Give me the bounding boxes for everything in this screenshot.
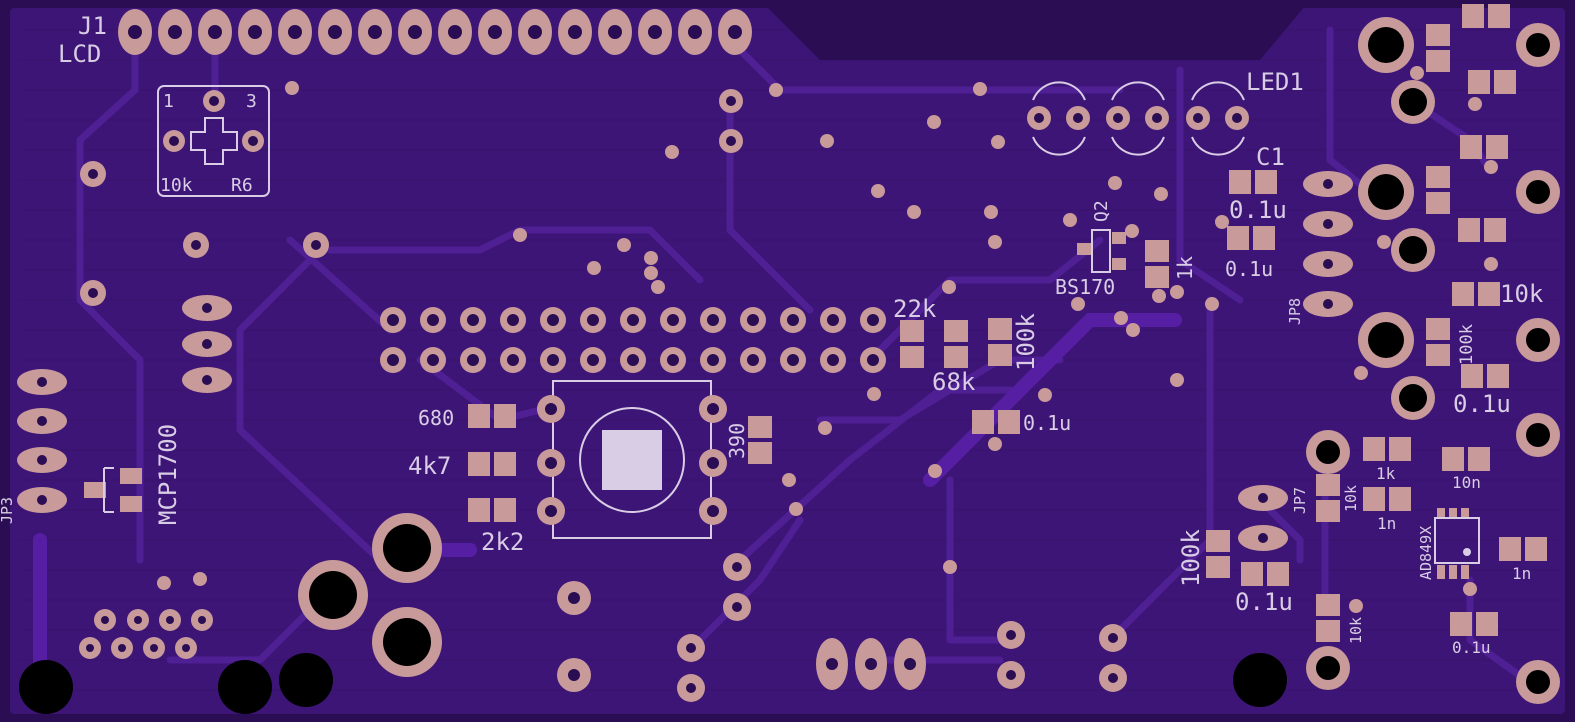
- label-r6-value: 10k: [160, 175, 193, 196]
- label-2k2: 2k2: [481, 528, 524, 556]
- label-jp8: JP8: [1286, 298, 1304, 325]
- label-c-01u-low: 0.1u: [1235, 588, 1293, 616]
- q2-outline: [1091, 229, 1111, 273]
- label-1n-b: 1n: [1512, 564, 1531, 583]
- j1-header-holes: [128, 25, 742, 39]
- vias: [157, 66, 1498, 613]
- label-jp7: JP7: [1291, 487, 1309, 514]
- label-22k: 22k: [893, 295, 937, 323]
- through-hole-holes-mid: [568, 96, 1118, 693]
- jumper-holes: [1258, 179, 1333, 543]
- label-c1-value: 0.1u: [1229, 196, 1287, 224]
- silkscreen-labels: J1 LCD 1 3 10k R6 LED1 C1 0.1u 0.1u Q2 B…: [0, 12, 1544, 657]
- large-pads: [298, 17, 1560, 704]
- label-jp3: JP3: [0, 497, 16, 524]
- label-j1: J1: [78, 12, 107, 40]
- label-led1: LED1: [1246, 68, 1304, 96]
- label-100k-mid: 100k: [1012, 313, 1040, 371]
- label-mcp1700: MCP1700: [154, 424, 182, 525]
- label-q2: Q2: [1091, 200, 1112, 222]
- label-r6: R6: [231, 175, 253, 196]
- label-c-01u-right: 0.1u: [1453, 390, 1511, 418]
- push-button: [537, 380, 727, 539]
- label-680: 680: [418, 406, 454, 430]
- label-10k-jp7: 10k: [1342, 485, 1360, 512]
- label-c-01u-bottom: 0.1u: [1452, 638, 1491, 657]
- label-1n-a: 1n: [1377, 514, 1396, 533]
- label-1k-right: 1k: [1376, 464, 1396, 483]
- board-cutout: [760, 0, 1310, 60]
- label-lcd: LCD: [58, 40, 101, 68]
- r6-trimmer: [157, 85, 270, 197]
- label-10n: 10n: [1452, 473, 1481, 492]
- label-100k-low: 100k: [1177, 529, 1205, 587]
- label-r6-pin3: 3: [246, 91, 257, 112]
- led-footprints: [1027, 81, 1249, 156]
- label-c1: C1: [1256, 143, 1285, 171]
- label-100k-right: 100k: [1457, 324, 1477, 365]
- label-10k-low: 10k: [1347, 617, 1365, 644]
- through-hole-holes-left: [37, 169, 321, 652]
- label-c-01u-mid: 0.1u: [1023, 411, 1071, 435]
- label-r-1k-q2: 1k: [1173, 256, 1197, 280]
- label-4k7: 4k7: [408, 452, 451, 480]
- label-ad849x: AD849X: [1417, 526, 1435, 580]
- label-68k: 68k: [932, 368, 976, 396]
- dual-row-header-holes: [387, 314, 879, 366]
- ad849x-chip: [1434, 508, 1480, 579]
- label-390: 390: [725, 423, 749, 459]
- smd-pads: [84, 4, 1547, 642]
- label-bs170: BS170: [1055, 275, 1115, 299]
- large-holes: [19, 27, 1550, 714]
- label-r6-pin1: 1: [163, 91, 174, 112]
- label-10k-right: 10k: [1500, 280, 1544, 308]
- mcp1700-outline: [103, 467, 114, 513]
- label-c-below-c1: 0.1u: [1225, 257, 1273, 281]
